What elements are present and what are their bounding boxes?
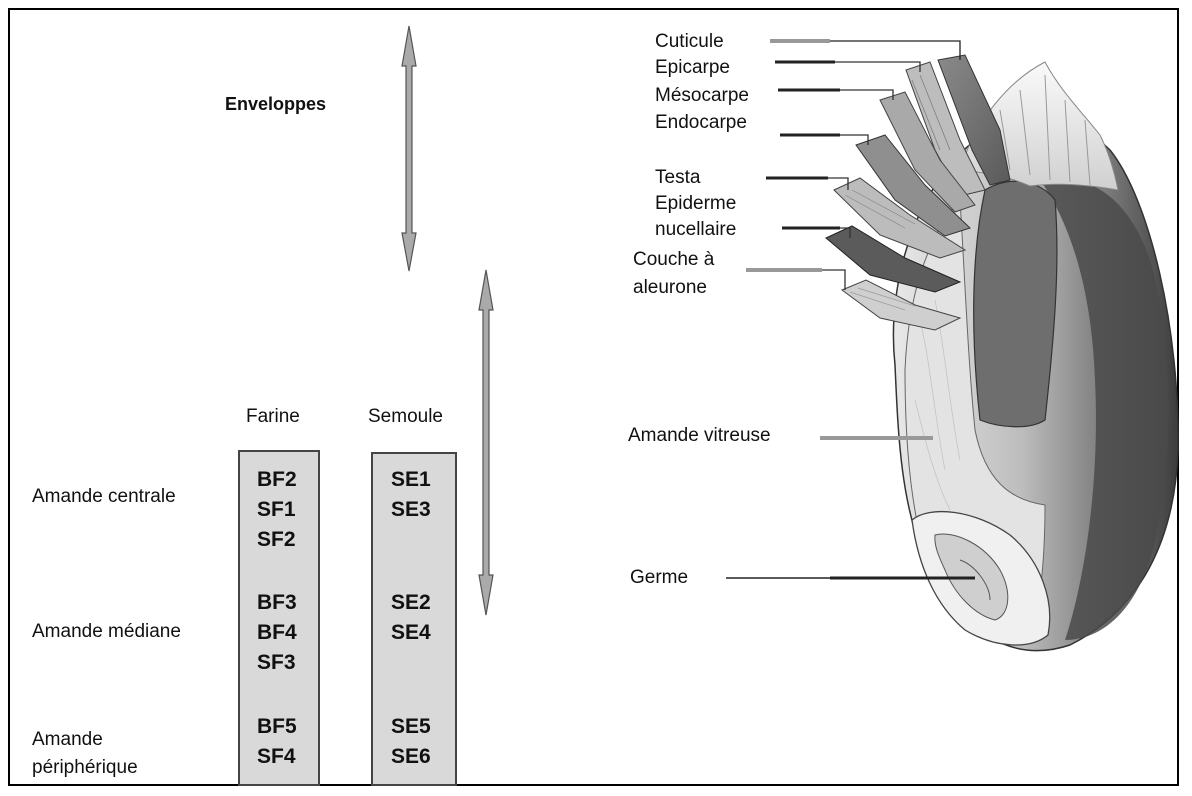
semoule-code: SE6	[391, 746, 431, 767]
semoule-code: SE2	[391, 592, 431, 613]
semoule-code: SE5	[391, 716, 431, 737]
semoule-code: SE4	[391, 622, 431, 643]
label-testa: Testa	[655, 168, 700, 187]
amande-arrow	[479, 270, 493, 615]
farine-code: BF5	[257, 716, 297, 737]
label-cuticule: Cuticule	[655, 32, 724, 51]
wheat-grain-illustration	[826, 55, 1178, 651]
label-aleurone-line1: Couche à	[633, 250, 714, 269]
farine-code: BF3	[257, 592, 297, 613]
label-epiderme-line1: Epiderme	[655, 194, 736, 213]
semoule-code: SE1	[391, 469, 431, 490]
farine-code: SF2	[257, 529, 296, 550]
label-epiderme-line2: nucellaire	[655, 220, 736, 239]
farine-code: SF4	[257, 746, 296, 767]
row-label-amande-peripherique-line1: Amande	[32, 730, 103, 749]
row-label-amande-peripherique-line2: périphérique	[32, 758, 138, 777]
enveloppes-arrow	[402, 26, 416, 271]
farine-box: BF2 SF1 SF2 BF3 BF4 SF3 BF5 SF4	[238, 450, 320, 786]
enveloppes-label: Enveloppes	[225, 95, 326, 113]
farine-code: SF1	[257, 499, 296, 520]
semoule-box: SE1 SE3 SE2 SE4 SE5 SE6	[371, 452, 457, 786]
row-label-amande-mediane: Amande médiane	[32, 622, 181, 641]
label-mesocarpe: Mésocarpe	[655, 86, 749, 105]
farine-code: BF4	[257, 622, 297, 643]
semoule-code: SE3	[391, 499, 431, 520]
farine-column-header: Farine	[246, 407, 300, 426]
farine-code: SF3	[257, 652, 296, 673]
semoule-column-header: Semoule	[368, 407, 443, 426]
label-aleurone-line2: aleurone	[633, 278, 707, 297]
label-amande-vitreuse: Amande vitreuse	[628, 426, 771, 445]
row-label-amande-centrale: Amande centrale	[32, 487, 176, 506]
label-germe: Germe	[630, 568, 688, 587]
farine-code: BF2	[257, 469, 297, 490]
label-epicarpe: Epicarpe	[655, 58, 730, 77]
label-endocarpe: Endocarpe	[655, 113, 747, 132]
